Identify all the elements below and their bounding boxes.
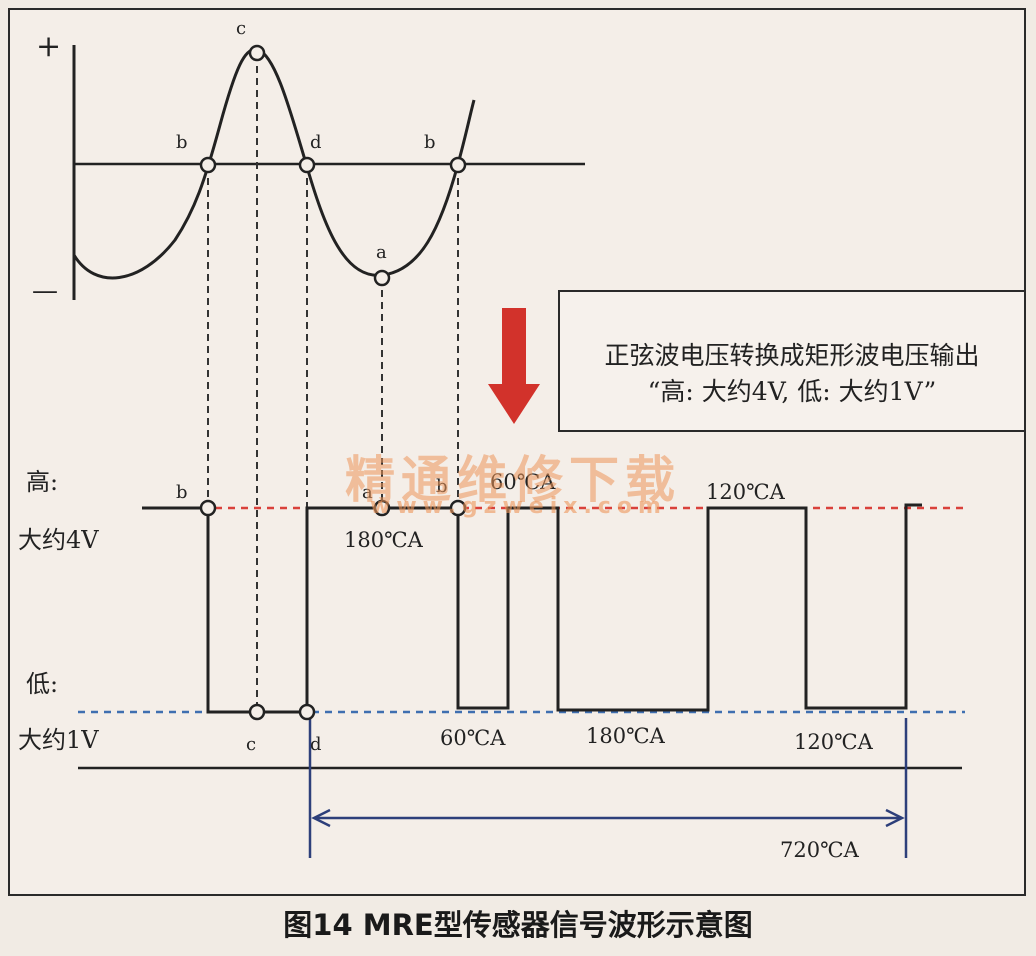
square-point-d xyxy=(298,703,316,721)
square-label-d: d xyxy=(310,734,322,755)
deg-60-bottom: 60℃A xyxy=(440,726,506,750)
watermark-url: www.gzweix.com xyxy=(370,494,667,519)
deg-180-top: 180℃A xyxy=(344,528,423,552)
sine-label-b1: b xyxy=(176,132,188,153)
high-value: 大约4V xyxy=(18,526,99,554)
sine-label-c: c xyxy=(236,18,247,39)
conversion-arrow-icon xyxy=(488,308,540,424)
square-label-a: a xyxy=(362,482,373,503)
diagram-frame xyxy=(8,8,1026,896)
note-line-1: 正弦波电压转换成矩形波电压输出 xyxy=(604,341,980,370)
square-point-c xyxy=(248,703,266,721)
square-label-b1: b xyxy=(176,482,188,503)
sine-point-d xyxy=(298,156,316,174)
square-point-b1 xyxy=(199,499,217,517)
minus-sign: — xyxy=(32,276,58,306)
square-label-c: c xyxy=(246,734,257,755)
sine-label-d: d xyxy=(310,132,322,153)
deg-180-bottom: 180℃A xyxy=(586,724,665,748)
square-label-b2: b xyxy=(436,476,448,497)
dim-arrow-right xyxy=(885,808,905,828)
sine-point-c xyxy=(248,44,266,62)
conversion-note: 正弦波电压转换成矩形波电压输出 “高: 大约4V, 低: 大约1V” xyxy=(558,290,1026,432)
low-value: 大约1V xyxy=(18,726,99,754)
sine-label-b2: b xyxy=(424,132,436,153)
sine-label-a: a xyxy=(376,242,387,263)
note-line-2: “高: 大约4V, 低: 大约1V” xyxy=(647,377,937,406)
deg-60-top: 60℃A xyxy=(490,470,556,494)
sine-point-b2 xyxy=(449,156,467,174)
square-point-a xyxy=(373,499,391,517)
sine-point-b1 xyxy=(199,156,217,174)
dim-arrow-left xyxy=(311,808,331,828)
high-label: 高: xyxy=(26,468,59,496)
deg-720-total: 720℃A xyxy=(780,838,859,862)
watermark-text: 精通维修下载 xyxy=(345,451,681,509)
deg-120-bottom: 120℃A xyxy=(794,730,873,754)
sine-wave xyxy=(72,47,476,280)
sine-point-a xyxy=(373,269,391,287)
square-point-b2 xyxy=(449,499,467,517)
square-wave xyxy=(142,503,922,714)
deg-120-top: 120℃A xyxy=(706,480,785,504)
plus-sign: + xyxy=(36,29,62,64)
figure-caption: 图14 MRE型传感器信号波形示意图 xyxy=(283,908,753,942)
low-label: 低: xyxy=(26,670,59,698)
